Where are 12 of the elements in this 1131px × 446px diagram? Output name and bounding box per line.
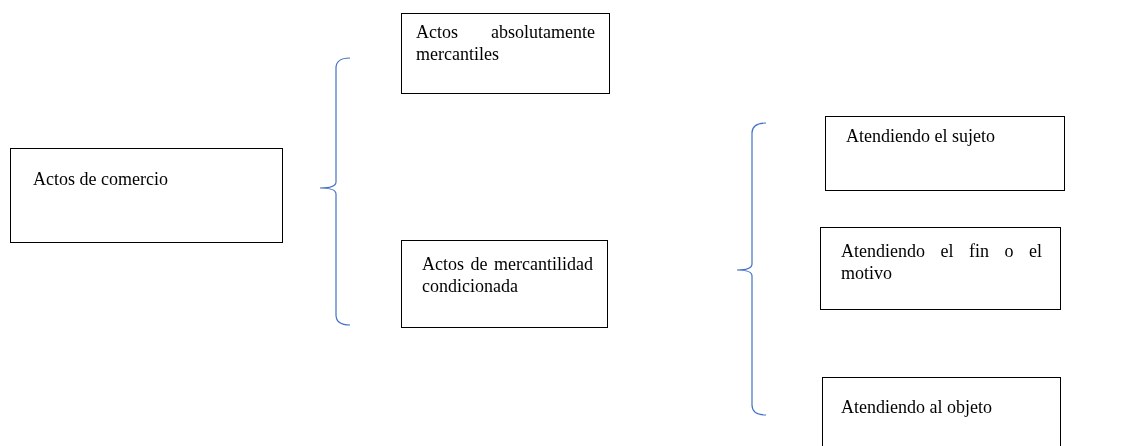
box-label: Actos de comercio xyxy=(33,169,169,191)
box-label: Atendiendo al objeto xyxy=(841,397,993,419)
subcategory-box xyxy=(820,227,1061,310)
category-box xyxy=(401,13,610,94)
box-label: Actos absolutamente mercantiles xyxy=(416,22,595,66)
subcategory-box xyxy=(825,116,1065,191)
category-box xyxy=(401,240,608,328)
concept-box xyxy=(10,148,283,243)
box-label: Atendiendo el sujeto xyxy=(846,126,996,148)
box-label: Atendiendo el fin o el motivo xyxy=(841,241,1042,285)
box-label: Actos de mercantilidad condicionada xyxy=(422,254,593,298)
subcategory-box xyxy=(822,377,1061,446)
